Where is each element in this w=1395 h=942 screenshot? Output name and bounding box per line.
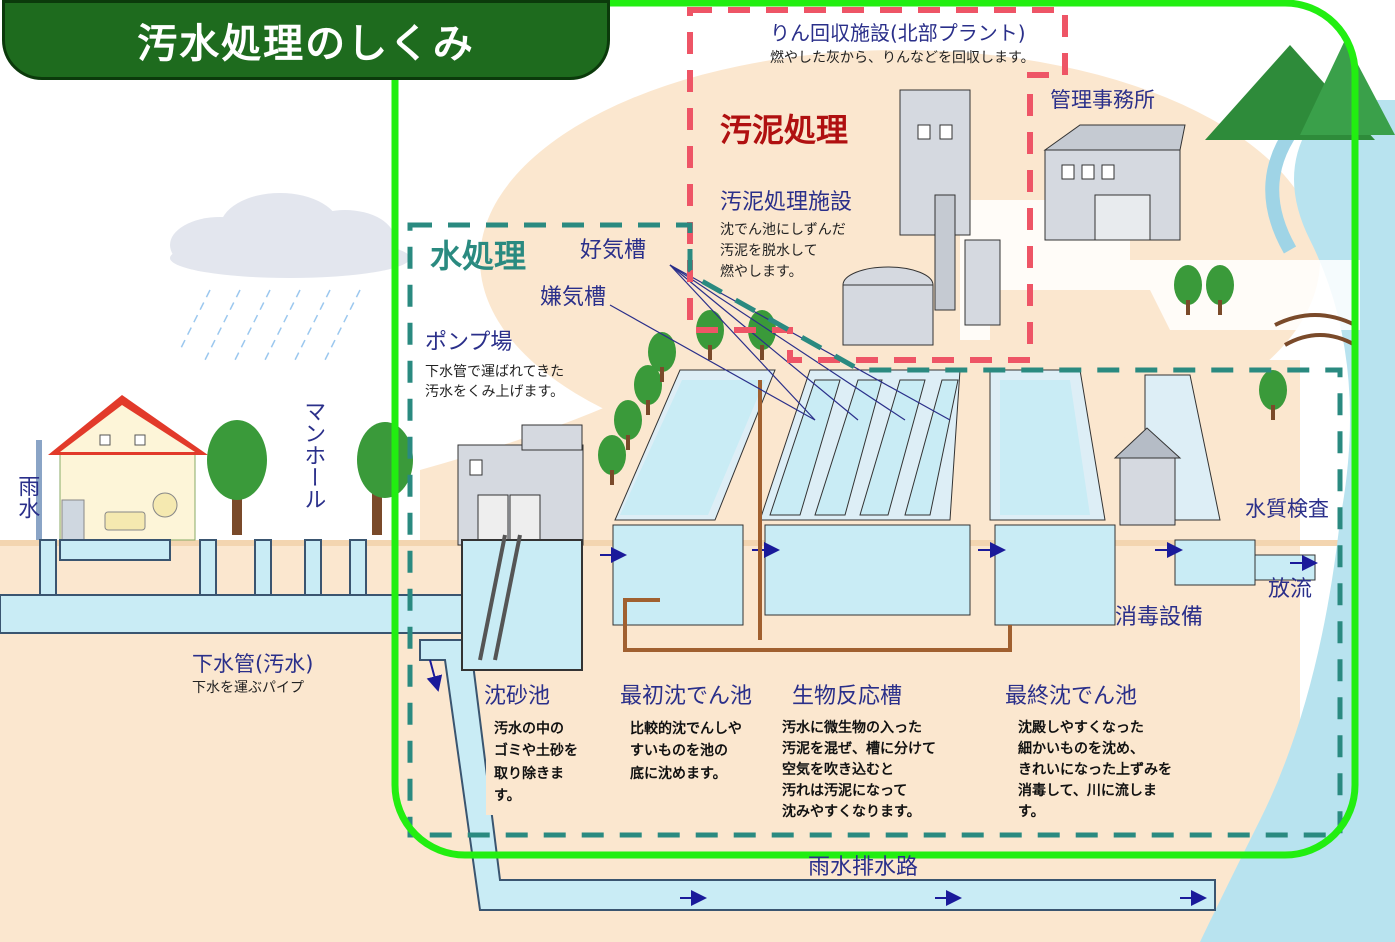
stage-desc-box [620, 715, 760, 795]
sludge-frame [687, 7, 1068, 363]
stage-description: 沈殿しやすくなった 細かいものを沈め、 きれいになった上ずみを 消毒して、川に流… [1018, 720, 1172, 820]
stage-label: 最終沈でん池 [1005, 684, 1138, 709]
title-banner: 汚水処理のしくみ [2, 0, 610, 80]
page-title: 汚水処理のしくみ [137, 21, 475, 67]
discharge-label: 放流 [1268, 577, 1313, 602]
stage-label: 最初沈でん池 [620, 684, 753, 709]
stage-description: 汚水の中の ゴミや土砂を 取り除きま す。 [494, 721, 578, 805]
ground-left [0, 540, 420, 942]
trees-left [207, 420, 413, 535]
phosphorus-label: りん回収施設(北部プラント) [770, 21, 1026, 45]
pump-desc: 下水管で運ばれてきた 汚水をくみ上げます。 [425, 364, 565, 401]
pump-house-building [457, 424, 584, 671]
bridge [1274, 313, 1356, 327]
sludge-facility-label: 汚泥処理施設 [720, 190, 853, 215]
green-frame [391, 0, 1359, 859]
sludge-facility-desc: 沈でん池にしずんだ 汚泥を脱水して 燃やします。 [720, 222, 846, 280]
manhole-label: マンホール [300, 400, 326, 510]
aerobic-label: 好気槽 [580, 238, 647, 263]
water-quality-label: 水質検査 [1245, 497, 1329, 521]
treatment-basins [612, 369, 1316, 626]
sewer-desc: 下水を運ぶパイプ [192, 680, 304, 696]
stage-description: 汚水に微生物の入った 汚泥を混ぜ、槽に分けて 空気を吹き込むと 汚れは汚泥になっ… [782, 720, 936, 820]
sewer-label: 下水管(汚水) [192, 652, 314, 676]
stage-description: 比較的沈でんしや すいものを池の 底に沈めます。 [630, 721, 742, 782]
stage-desc-box [486, 715, 608, 815]
management-label: 管理事務所 [1050, 88, 1155, 112]
stage-label: 生物反応槽 [792, 684, 903, 709]
storm-drain-pipe [419, 639, 1216, 911]
pump-label: ポンプ場 [425, 330, 513, 355]
rain-label: 雨水 [14, 475, 40, 519]
stage-label: 沈砂池 [484, 684, 551, 709]
disinfection-label: 消毒設備 [1115, 605, 1204, 630]
management-building [1043, 124, 1186, 241]
sludge-section-label: 汚泥処理 [720, 111, 849, 149]
phosphorus-desc: 燃やした灰から、りんなどを回収します。 [770, 50, 1035, 66]
stage-desc-box [775, 715, 975, 827]
anaerobic-label: 嫌気槽 [540, 285, 607, 310]
house [36, 395, 208, 541]
water-section-label: 水処理 [430, 237, 527, 275]
sludge-buildings [842, 89, 1001, 346]
storm-drain-label: 雨水排水路 [808, 855, 919, 880]
rain-cloud [170, 193, 410, 361]
stage-desc-box [1000, 715, 1222, 827]
